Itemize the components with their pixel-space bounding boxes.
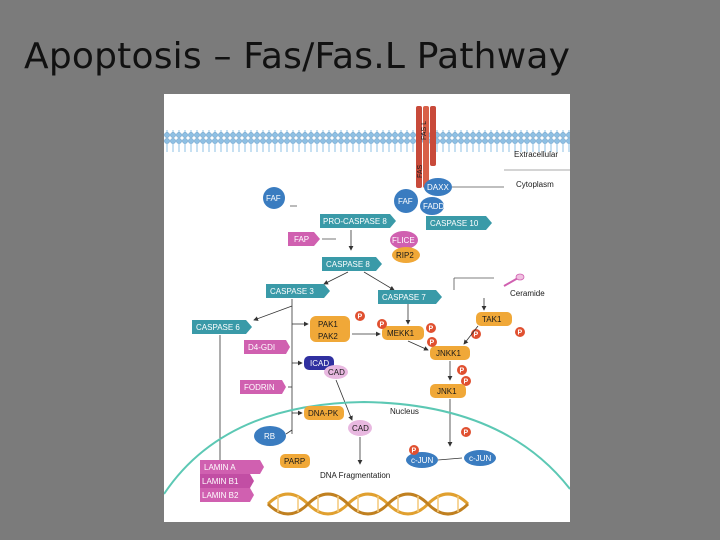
- cjun-left-label: c-JUN: [411, 456, 433, 465]
- phospho-label: P: [430, 340, 435, 347]
- fap-node: [288, 232, 320, 246]
- rip2-node: [392, 247, 420, 263]
- caspase8-label: CASPASE 8: [326, 260, 370, 269]
- fadd-node: [420, 197, 444, 215]
- pathway-diagram: Extracellular Cytoplasm FAS L FAS FAF FA…: [164, 94, 570, 522]
- daxx-label: DAXX: [427, 183, 449, 192]
- d4gdi-node: [244, 340, 290, 354]
- tak1-node: [476, 312, 512, 326]
- cjun-right-label: c-JUN: [469, 454, 491, 463]
- cad-nuc-node: [348, 420, 372, 436]
- fap-label: FAP: [294, 235, 309, 244]
- cell-membrane: [164, 130, 570, 152]
- icad-label: ICAD: [310, 359, 329, 368]
- phospho-marker: [427, 337, 437, 347]
- lamin-b1-label: LAMIN B1: [202, 477, 239, 486]
- pro-caspase8-node: [320, 214, 396, 228]
- rb-node: [254, 426, 286, 446]
- fas-receptor-label: FAS: [417, 164, 424, 178]
- cad-cyto-node: [324, 365, 348, 379]
- pak-complex-node: [310, 316, 350, 342]
- pak1-label: PAK1: [318, 320, 338, 329]
- phospho-marker: [377, 319, 387, 329]
- phospho-label: P: [464, 430, 469, 437]
- mekk1-node: [382, 326, 424, 340]
- fodrin-label: FODRIN: [244, 383, 275, 392]
- caspase6-node: [192, 320, 252, 334]
- lamin-a-node: [200, 460, 264, 474]
- fas-receptor: FAS L FAS: [416, 106, 436, 188]
- jnkk1-label: JNKK1: [436, 349, 461, 358]
- slide-title: Apoptosis – Fas/Fas.L Pathway: [24, 36, 571, 77]
- pro-caspase8-label: PRO-CASPASE 8: [323, 217, 387, 226]
- phospho-marker: [409, 445, 419, 455]
- faf-top-label: FAF: [398, 197, 413, 206]
- caspase10-label: CASPASE 10: [430, 219, 479, 228]
- phospho-label: P: [412, 448, 417, 455]
- d4gdi-label: D4-GDI: [248, 343, 275, 352]
- nucleus-label: Nucleus: [390, 407, 419, 416]
- phospho-marker: [457, 365, 467, 375]
- caspase3-node: [266, 284, 330, 298]
- parp-label: PARP: [284, 457, 305, 466]
- dnapk-label: DNA-PK: [308, 409, 339, 418]
- mekk1-label: MEKK1: [387, 329, 415, 338]
- tak1-label: TAK1: [482, 315, 502, 324]
- lamin-b2-label: LAMIN B2: [202, 491, 239, 500]
- flice-node: [390, 231, 418, 249]
- fadd-label: FADD: [423, 202, 445, 211]
- dnapk-node: [304, 406, 344, 420]
- pak2-label: PAK2: [318, 332, 338, 341]
- daxx-node: [424, 178, 452, 196]
- lamin-b2-node: [200, 488, 254, 502]
- nucleus-membrane: [164, 400, 570, 495]
- fodrin-node: [240, 380, 286, 394]
- fas-ligand-label: FAS L: [421, 121, 428, 140]
- rb-label: RB: [264, 432, 275, 441]
- cad-cyto-label: CAD: [328, 368, 345, 377]
- cjun-right-node: [464, 450, 496, 466]
- caspase3-label: CASPASE 3: [270, 287, 314, 296]
- lamin-b1-node: [200, 474, 254, 488]
- caspase8-node: [322, 257, 382, 271]
- phospho-marker: [461, 427, 471, 437]
- lamin-a-label: LAMIN A: [204, 463, 236, 472]
- caspase6-label: CASPASE 6: [196, 323, 240, 332]
- caspase7-node: [378, 290, 442, 304]
- extracellular-label: Extracellular: [514, 150, 558, 159]
- jnkk1-node: [430, 346, 470, 360]
- dna-fragmentation-label: DNA Fragmentation: [320, 471, 390, 480]
- faf-left-node: [263, 187, 285, 209]
- ceramide-label: Ceramide: [510, 289, 545, 298]
- icad-node: [304, 356, 334, 370]
- parp-node: [280, 454, 310, 468]
- phospho-marker: [515, 327, 525, 337]
- jnk1-node: [430, 384, 466, 398]
- cytoplasm-label: Cytoplasm: [516, 180, 554, 189]
- phospho-label: P: [518, 330, 523, 337]
- faf-left-label: FAF: [266, 194, 281, 203]
- dna-helix-icon: [266, 492, 470, 516]
- jnk1-label: JNK1: [437, 387, 457, 396]
- phospho-label: P: [474, 332, 479, 339]
- caspase7-label: CASPASE 7: [382, 293, 426, 302]
- phospho-marker: [461, 376, 471, 386]
- cjun-left-node: [406, 452, 438, 468]
- ceramide-icon: [503, 273, 525, 287]
- cad-nuc-label: CAD: [352, 424, 369, 433]
- rip2-label: RIP2: [396, 251, 414, 260]
- pathway-svg: Extracellular Cytoplasm FAS L FAS FAF FA…: [164, 106, 570, 516]
- phospho-label: P: [358, 314, 363, 321]
- flice-label: FLICE: [392, 236, 415, 245]
- phospho-label: P: [429, 326, 434, 333]
- phospho-label: P: [380, 322, 385, 329]
- faf-top-node: [394, 189, 418, 213]
- phospho-label: P: [460, 368, 465, 375]
- caspase10-node: [426, 216, 492, 230]
- phospho-marker: [426, 323, 436, 333]
- phospho-marker: [355, 311, 365, 321]
- phospho-label: P: [464, 379, 469, 386]
